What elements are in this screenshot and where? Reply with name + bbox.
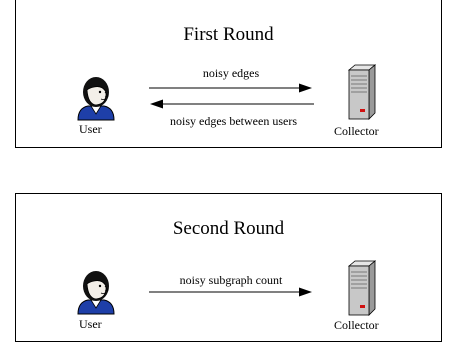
arrow-user-to-collector xyxy=(149,83,312,93)
round-title: Second Round xyxy=(172,218,285,239)
user-avatar-icon xyxy=(77,271,115,315)
user-label: User xyxy=(79,122,102,136)
arrow-label-noisy-edges-between-users: noisy edges between users xyxy=(170,114,297,128)
first-round-panel: First Round User noisy edges noisy edges… xyxy=(15,0,442,148)
second-round-panel: Second Round User noisy subgraph count C… xyxy=(15,193,442,342)
collector-label: Collector xyxy=(334,124,379,138)
collector-label: Collector xyxy=(334,318,379,332)
user-avatar-icon xyxy=(77,77,115,121)
arrow-label-noisy-subgraph-count: noisy subgraph count xyxy=(179,273,283,287)
arrow-collector-to-user xyxy=(150,99,314,109)
server-tower-icon xyxy=(347,260,377,316)
arrow-label-noisy-edges: noisy edges xyxy=(202,66,260,80)
user-label: User xyxy=(79,317,102,331)
arrow-user-to-collector xyxy=(149,287,312,297)
round-title: First Round xyxy=(183,24,274,45)
server-tower-icon xyxy=(347,64,377,120)
